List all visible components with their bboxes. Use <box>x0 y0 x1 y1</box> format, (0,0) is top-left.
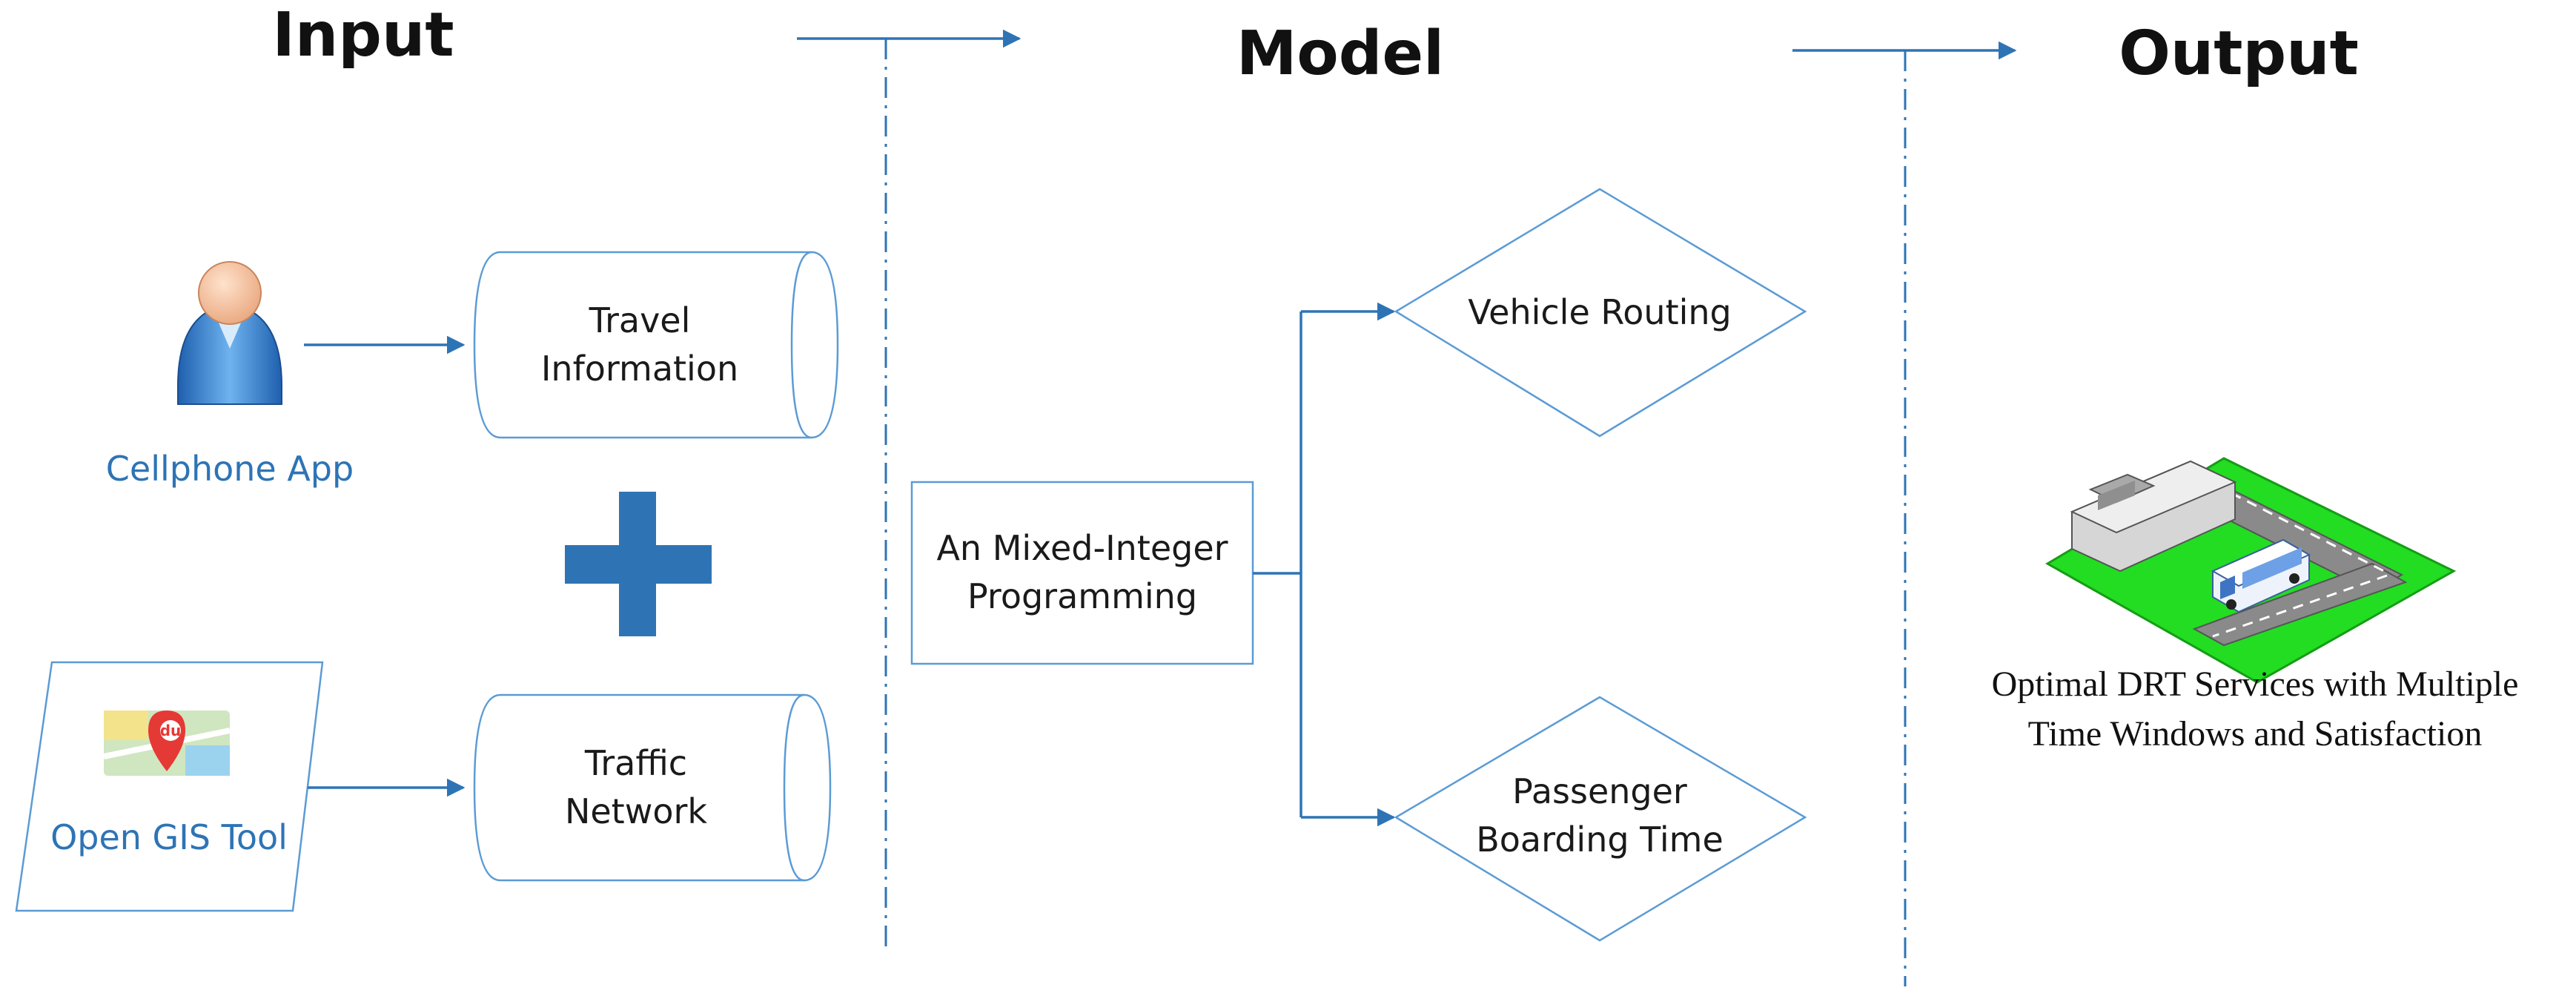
plus-icon <box>565 492 712 636</box>
passenger-boarding-time-diamond <box>1394 696 1807 942</box>
header-input: Input <box>272 0 454 70</box>
vehicle-routing-diamond <box>1394 188 1807 438</box>
cellphone-app-label: Cellphone App <box>106 449 354 489</box>
person-icon <box>177 261 282 405</box>
travel-information-line1: Travel <box>589 300 691 340</box>
bus-depot-icon <box>2045 457 2457 684</box>
open-gis-tool-box <box>15 661 324 912</box>
traffic-network-line1: Traffic <box>584 743 687 783</box>
map-pin-icon-text: du <box>160 722 182 739</box>
passenger-boarding-line1: Passenger <box>1512 771 1687 811</box>
header-model: Model <box>1236 19 1444 89</box>
vehicle-routing-label: Vehicle Routing <box>1468 292 1732 332</box>
travel-information-store <box>473 251 839 439</box>
traffic-network-store <box>473 693 832 882</box>
open-gis-tool-label: Open GIS Tool <box>50 817 288 857</box>
mip-line2: Programming <box>967 576 1197 616</box>
mixed-integer-programming-box <box>910 481 1254 665</box>
travel-information-line2: Information <box>541 349 738 389</box>
traffic-network-line2: Network <box>565 791 707 831</box>
mip-line1: An Mixed-Integer <box>936 528 1228 568</box>
passenger-boarding-line2: Boarding Time <box>1476 820 1724 860</box>
map-pin-icon: du <box>103 710 231 776</box>
header-output: Output <box>2119 19 2359 89</box>
output-caption-line2: Time Windows and Satisfaction <box>2028 714 2483 754</box>
output-caption-line1: Optimal DRT Services with Multiple <box>1992 665 2519 704</box>
